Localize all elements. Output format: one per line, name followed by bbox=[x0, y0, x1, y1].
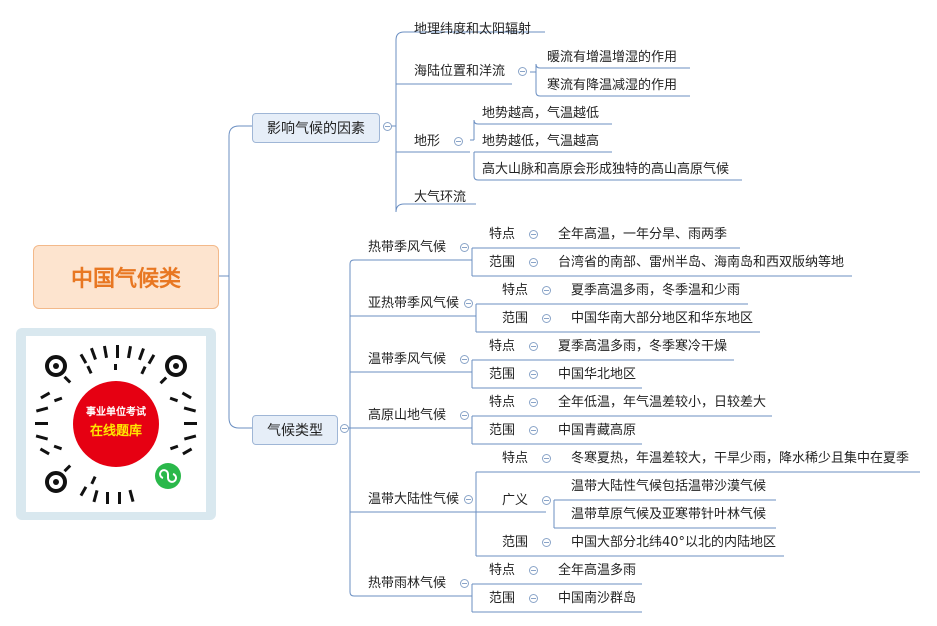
factor-terrain-plateau: 高大山脉和高原会形成独特的高山高原气候 bbox=[482, 162, 730, 177]
collapse-icon[interactable] bbox=[529, 426, 538, 435]
root-title: 中国气候类 bbox=[70, 267, 181, 292]
collapse-icon[interactable] bbox=[529, 594, 538, 603]
collapse-icon[interactable] bbox=[454, 137, 463, 146]
range-label: 范围 bbox=[502, 535, 529, 550]
collapse-icon[interactable] bbox=[460, 243, 469, 252]
climate-tropical-rainforest: 热带雨林气候 bbox=[368, 576, 447, 591]
temperate-monsoon-range: 中国华北地区 bbox=[558, 367, 637, 382]
collapse-icon[interactable] bbox=[542, 314, 551, 323]
collapse-icon[interactable] bbox=[529, 230, 538, 239]
qr-code-pattern bbox=[35, 345, 197, 504]
temperate-continental-broad-1: 温带大陆性气候包括温带沙漠气候 bbox=[571, 479, 767, 494]
collapse-icon[interactable] bbox=[542, 286, 551, 295]
feature-label: 特点 bbox=[502, 451, 529, 466]
collapse-icon[interactable] bbox=[383, 122, 392, 131]
qr-code-image: 事业单位考试 在线题库 bbox=[26, 336, 206, 512]
tropical-monsoon-range: 台湾省的南部、雷州半岛、海南岛和西双版纳等地 bbox=[558, 255, 845, 270]
collapse-icon[interactable] bbox=[460, 579, 469, 588]
subtropical-monsoon-feature: 夏季高温多雨，冬季温和少雨 bbox=[571, 283, 741, 298]
feature-label: 特点 bbox=[489, 227, 516, 242]
range-label: 范围 bbox=[489, 591, 516, 606]
collapse-icon[interactable] bbox=[464, 299, 473, 308]
tropical-rainforest-range: 中国南沙群岛 bbox=[558, 591, 637, 606]
feature-label: 特点 bbox=[489, 339, 516, 354]
collapse-icon[interactable] bbox=[529, 258, 538, 267]
tropical-monsoon-feature: 全年高温，一年分旱、雨两季 bbox=[558, 227, 728, 242]
range-label: 范围 bbox=[489, 367, 516, 382]
range-label: 范围 bbox=[489, 255, 516, 270]
qr-badge-line2: 在线题库 bbox=[89, 424, 142, 439]
branch-climate-factors[interactable]: 影响气候的因素 bbox=[252, 113, 380, 143]
plateau-mountain-feature: 全年低温，年气温差较小，日较差大 bbox=[558, 395, 767, 410]
qr-center-badge bbox=[73, 381, 159, 467]
factor-latitude: 地理纬度和太阳辐射 bbox=[414, 22, 532, 37]
subtropical-monsoon-range: 中国华南大部分地区和华东地区 bbox=[571, 311, 754, 326]
branch-climate-factors-label: 影响气候的因素 bbox=[267, 121, 365, 137]
climate-temperate-continental: 温带大陆性气候 bbox=[368, 492, 460, 507]
plateau-mountain-range: 中国青藏高原 bbox=[558, 423, 637, 438]
factor-circulation: 大气环流 bbox=[414, 190, 467, 205]
collapse-icon[interactable] bbox=[542, 496, 551, 505]
qr-code-card: 事业单位考试 在线题库 bbox=[16, 328, 216, 520]
collapse-icon[interactable] bbox=[529, 370, 538, 379]
factor-terrain-low: 地势越低，气温越高 bbox=[482, 134, 600, 149]
factor-terrain: 地形 bbox=[414, 134, 441, 149]
temperate-monsoon-feature: 夏季高温多雨，冬季寒冷干燥 bbox=[558, 339, 728, 354]
collapse-icon[interactable] bbox=[464, 495, 473, 504]
collapse-icon[interactable] bbox=[518, 67, 527, 76]
factor-sea-land: 海陆位置和洋流 bbox=[414, 64, 506, 79]
factor-cold-current: 寒流有降温减湿的作用 bbox=[547, 78, 678, 93]
root-node[interactable]: 中国气候类 bbox=[33, 245, 219, 309]
tropical-rainforest-feature: 全年高温多雨 bbox=[558, 563, 637, 578]
collapse-icon[interactable] bbox=[529, 566, 538, 575]
collapse-icon[interactable] bbox=[460, 355, 469, 364]
collapse-icon[interactable] bbox=[460, 411, 469, 420]
collapse-icon[interactable] bbox=[529, 398, 538, 407]
broad-label: 广义 bbox=[502, 493, 529, 508]
collapse-icon[interactable] bbox=[529, 342, 538, 351]
range-label: 范围 bbox=[502, 311, 529, 326]
temperate-continental-feature: 冬寒夏热，年温差较大，干旱少雨，降水稀少且集中在夏季 bbox=[571, 451, 910, 466]
temperate-continental-broad-2: 温带草原气候及亚寒带针叶林气候 bbox=[571, 507, 767, 522]
range-label: 范围 bbox=[489, 423, 516, 438]
feature-label: 特点 bbox=[489, 563, 516, 578]
climate-plateau-mountain: 高原山地气候 bbox=[368, 408, 447, 423]
temperate-continental-range: 中国大部分北纬40°以北的内陆地区 bbox=[571, 535, 777, 550]
feature-label: 特点 bbox=[489, 395, 516, 410]
branch-climate-types-label: 气候类型 bbox=[267, 423, 323, 439]
collapse-icon[interactable] bbox=[542, 454, 551, 463]
climate-subtropical-monsoon: 亚热带季风气候 bbox=[368, 296, 460, 311]
branch-climate-types[interactable]: 气候类型 bbox=[252, 415, 338, 445]
climate-tropical-monsoon: 热带季风气候 bbox=[368, 240, 447, 255]
qr-badge-line1: 事业单位考试 bbox=[86, 407, 146, 418]
collapse-icon[interactable] bbox=[340, 424, 349, 433]
feature-label: 特点 bbox=[502, 283, 529, 298]
climate-temperate-monsoon: 温带季风气候 bbox=[368, 352, 447, 367]
factor-warm-current: 暖流有增温增湿的作用 bbox=[547, 50, 678, 65]
collapse-icon[interactable] bbox=[542, 538, 551, 547]
factor-terrain-high: 地势越高，气温越低 bbox=[482, 106, 600, 121]
